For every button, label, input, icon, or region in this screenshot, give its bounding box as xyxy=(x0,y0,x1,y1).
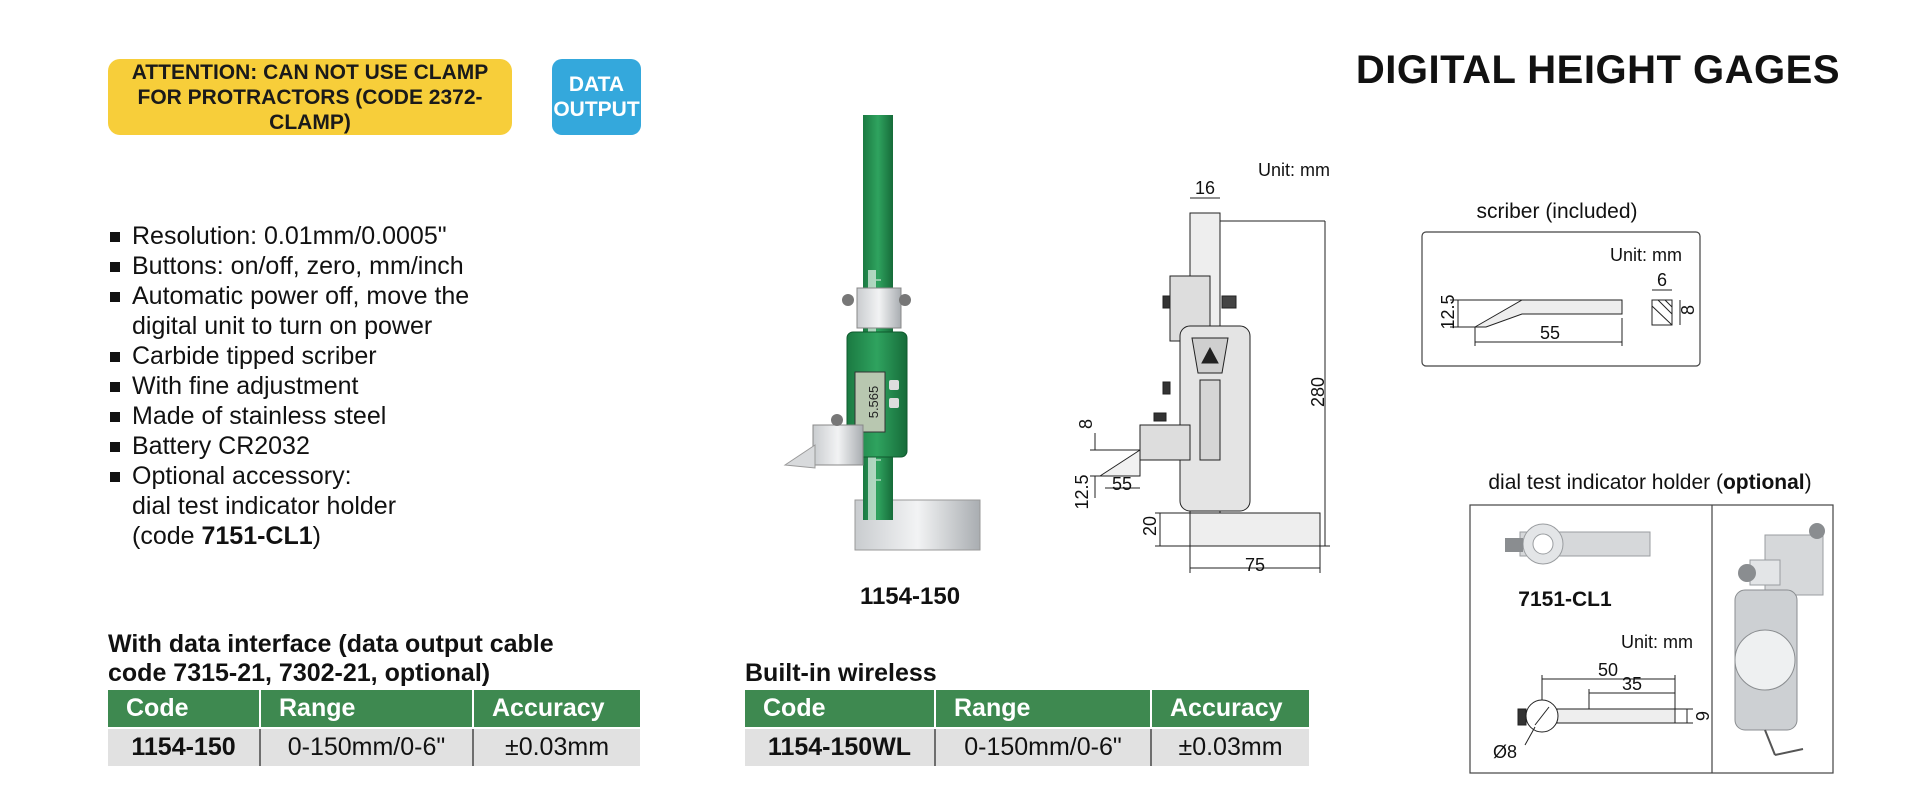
scriber-unit: Unit: mm xyxy=(1610,245,1682,265)
bullet-icon xyxy=(110,292,120,302)
display-reading: 5.565 xyxy=(866,386,881,419)
cell-code: 1154-150WL xyxy=(745,727,936,766)
wireless-table: Code Range Accuracy 1154-150WL 0-150mm/0… xyxy=(745,690,1309,766)
feature-list: Resolution: 0.01mm/0.0005" Buttons: on/o… xyxy=(108,221,568,551)
cell-accuracy: ±0.03mm xyxy=(473,727,640,766)
col-code: Code xyxy=(108,690,261,728)
dim-12-5: 12.5 xyxy=(1072,474,1092,509)
dial-holder-unit: Unit: mm xyxy=(1621,632,1693,652)
table-row: 1154-150WL 0-150mm/0-6" ±0.03mm xyxy=(745,727,1309,766)
data-interface-table: Code Range Accuracy 1154-150 0-150mm/0-6… xyxy=(108,690,640,766)
dial-dim-6: 6 xyxy=(1692,711,1712,721)
data-output-badge: DATA OUTPUT xyxy=(552,59,641,135)
col-accuracy: Accuracy xyxy=(1151,690,1309,728)
dial-holder-drawing: dial test indicator holder (optional) 71… xyxy=(1469,471,1834,774)
scriber-dim-8: 8 xyxy=(1678,305,1698,315)
accessory-code: 7151-CL1 xyxy=(201,522,313,550)
dial-holder-title: dial test indicator holder (optional) xyxy=(1488,471,1811,494)
dial-dim-50: 50 xyxy=(1598,660,1618,680)
scriber-drawing: scriber (included) Unit: mm 12.5 55 6 8 xyxy=(1421,200,1701,367)
bullet-icon xyxy=(110,412,120,422)
col-code: Code xyxy=(745,690,936,728)
dim-8: 8 xyxy=(1076,419,1096,429)
dim-width-top: 16 xyxy=(1195,178,1215,198)
dial-dim-35: 35 xyxy=(1622,674,1642,694)
dimension-drawing: Unit: mm 16 280 8 12.5 55 20 75 xyxy=(1072,160,1330,575)
col-accuracy: Accuracy xyxy=(473,690,640,728)
data-badge-line2: OUTPUT xyxy=(553,98,640,121)
scriber-dim-6: 6 xyxy=(1657,270,1667,290)
feature-item: Buttons: on/off, zero, mm/inch xyxy=(108,251,568,281)
data-badge-line1: DATA xyxy=(568,73,625,96)
scriber-dim-12-5: 12.5 xyxy=(1438,294,1458,329)
col-range: Range xyxy=(935,690,1152,728)
feature-item: Battery CR2032 xyxy=(108,431,568,461)
data-interface-section: With data interface (data output cable c… xyxy=(108,630,640,766)
page-title: DIGITAL HEIGHT GAGES xyxy=(1355,48,1840,92)
dim-20: 20 xyxy=(1140,516,1160,536)
wireless-section: Built-in wireless Code Range Accuracy 11… xyxy=(745,659,1309,766)
dim-75: 75 xyxy=(1245,555,1265,575)
dial-dim-d8: Ø8 xyxy=(1493,742,1517,762)
wireless-heading: Built-in wireless xyxy=(745,659,937,687)
table-header-row: Code Range Accuracy xyxy=(745,690,1309,728)
feature-item: Carbide tipped scriber xyxy=(108,341,568,371)
table-header-row: Code Range Accuracy xyxy=(108,690,640,728)
table-row: 1154-150 0-150mm/0-6" ±0.03mm xyxy=(108,727,640,766)
cell-accuracy: ±0.03mm xyxy=(1151,727,1309,766)
scriber-title: scriber (included) xyxy=(1476,200,1637,223)
bullet-icon xyxy=(110,232,120,242)
bullet-icon xyxy=(110,382,120,392)
product-code: 1154-150 xyxy=(859,583,961,610)
height-gage-photo: 5.565 xyxy=(783,115,981,551)
bullet-icon xyxy=(110,472,120,482)
col-range: Range xyxy=(260,690,474,728)
attention-badge: ATTENTION: CAN NOT USE CLAMP FOR PROTRAC… xyxy=(108,59,512,135)
feature-item: Resolution: 0.01mm/0.0005" xyxy=(108,221,568,251)
data-interface-heading: With data interface (data output cable c… xyxy=(108,630,554,687)
cell-range: 0-150mm/0-6" xyxy=(260,727,474,766)
feature-item: Optional accessory:dial test indicator h… xyxy=(108,461,568,551)
bullet-icon xyxy=(110,352,120,362)
dial-holder-code: 7151-CL1 xyxy=(1518,588,1612,611)
bullet-icon xyxy=(110,262,120,272)
attention-text: ATTENTION: CAN NOT USE CLAMP FOR PROTRAC… xyxy=(131,60,489,134)
feature-item: Made of stainless steel xyxy=(108,401,568,431)
cell-range: 0-150mm/0-6" xyxy=(935,727,1152,766)
dim-55: 55 xyxy=(1112,474,1132,494)
cell-code: 1154-150 xyxy=(108,727,261,766)
diagram-unit: Unit: mm xyxy=(1258,160,1330,180)
dim-height: 280 xyxy=(1308,377,1328,407)
feature-item: With fine adjustment xyxy=(108,371,568,401)
bullet-icon xyxy=(110,442,120,452)
scriber-dim-55: 55 xyxy=(1540,323,1560,343)
